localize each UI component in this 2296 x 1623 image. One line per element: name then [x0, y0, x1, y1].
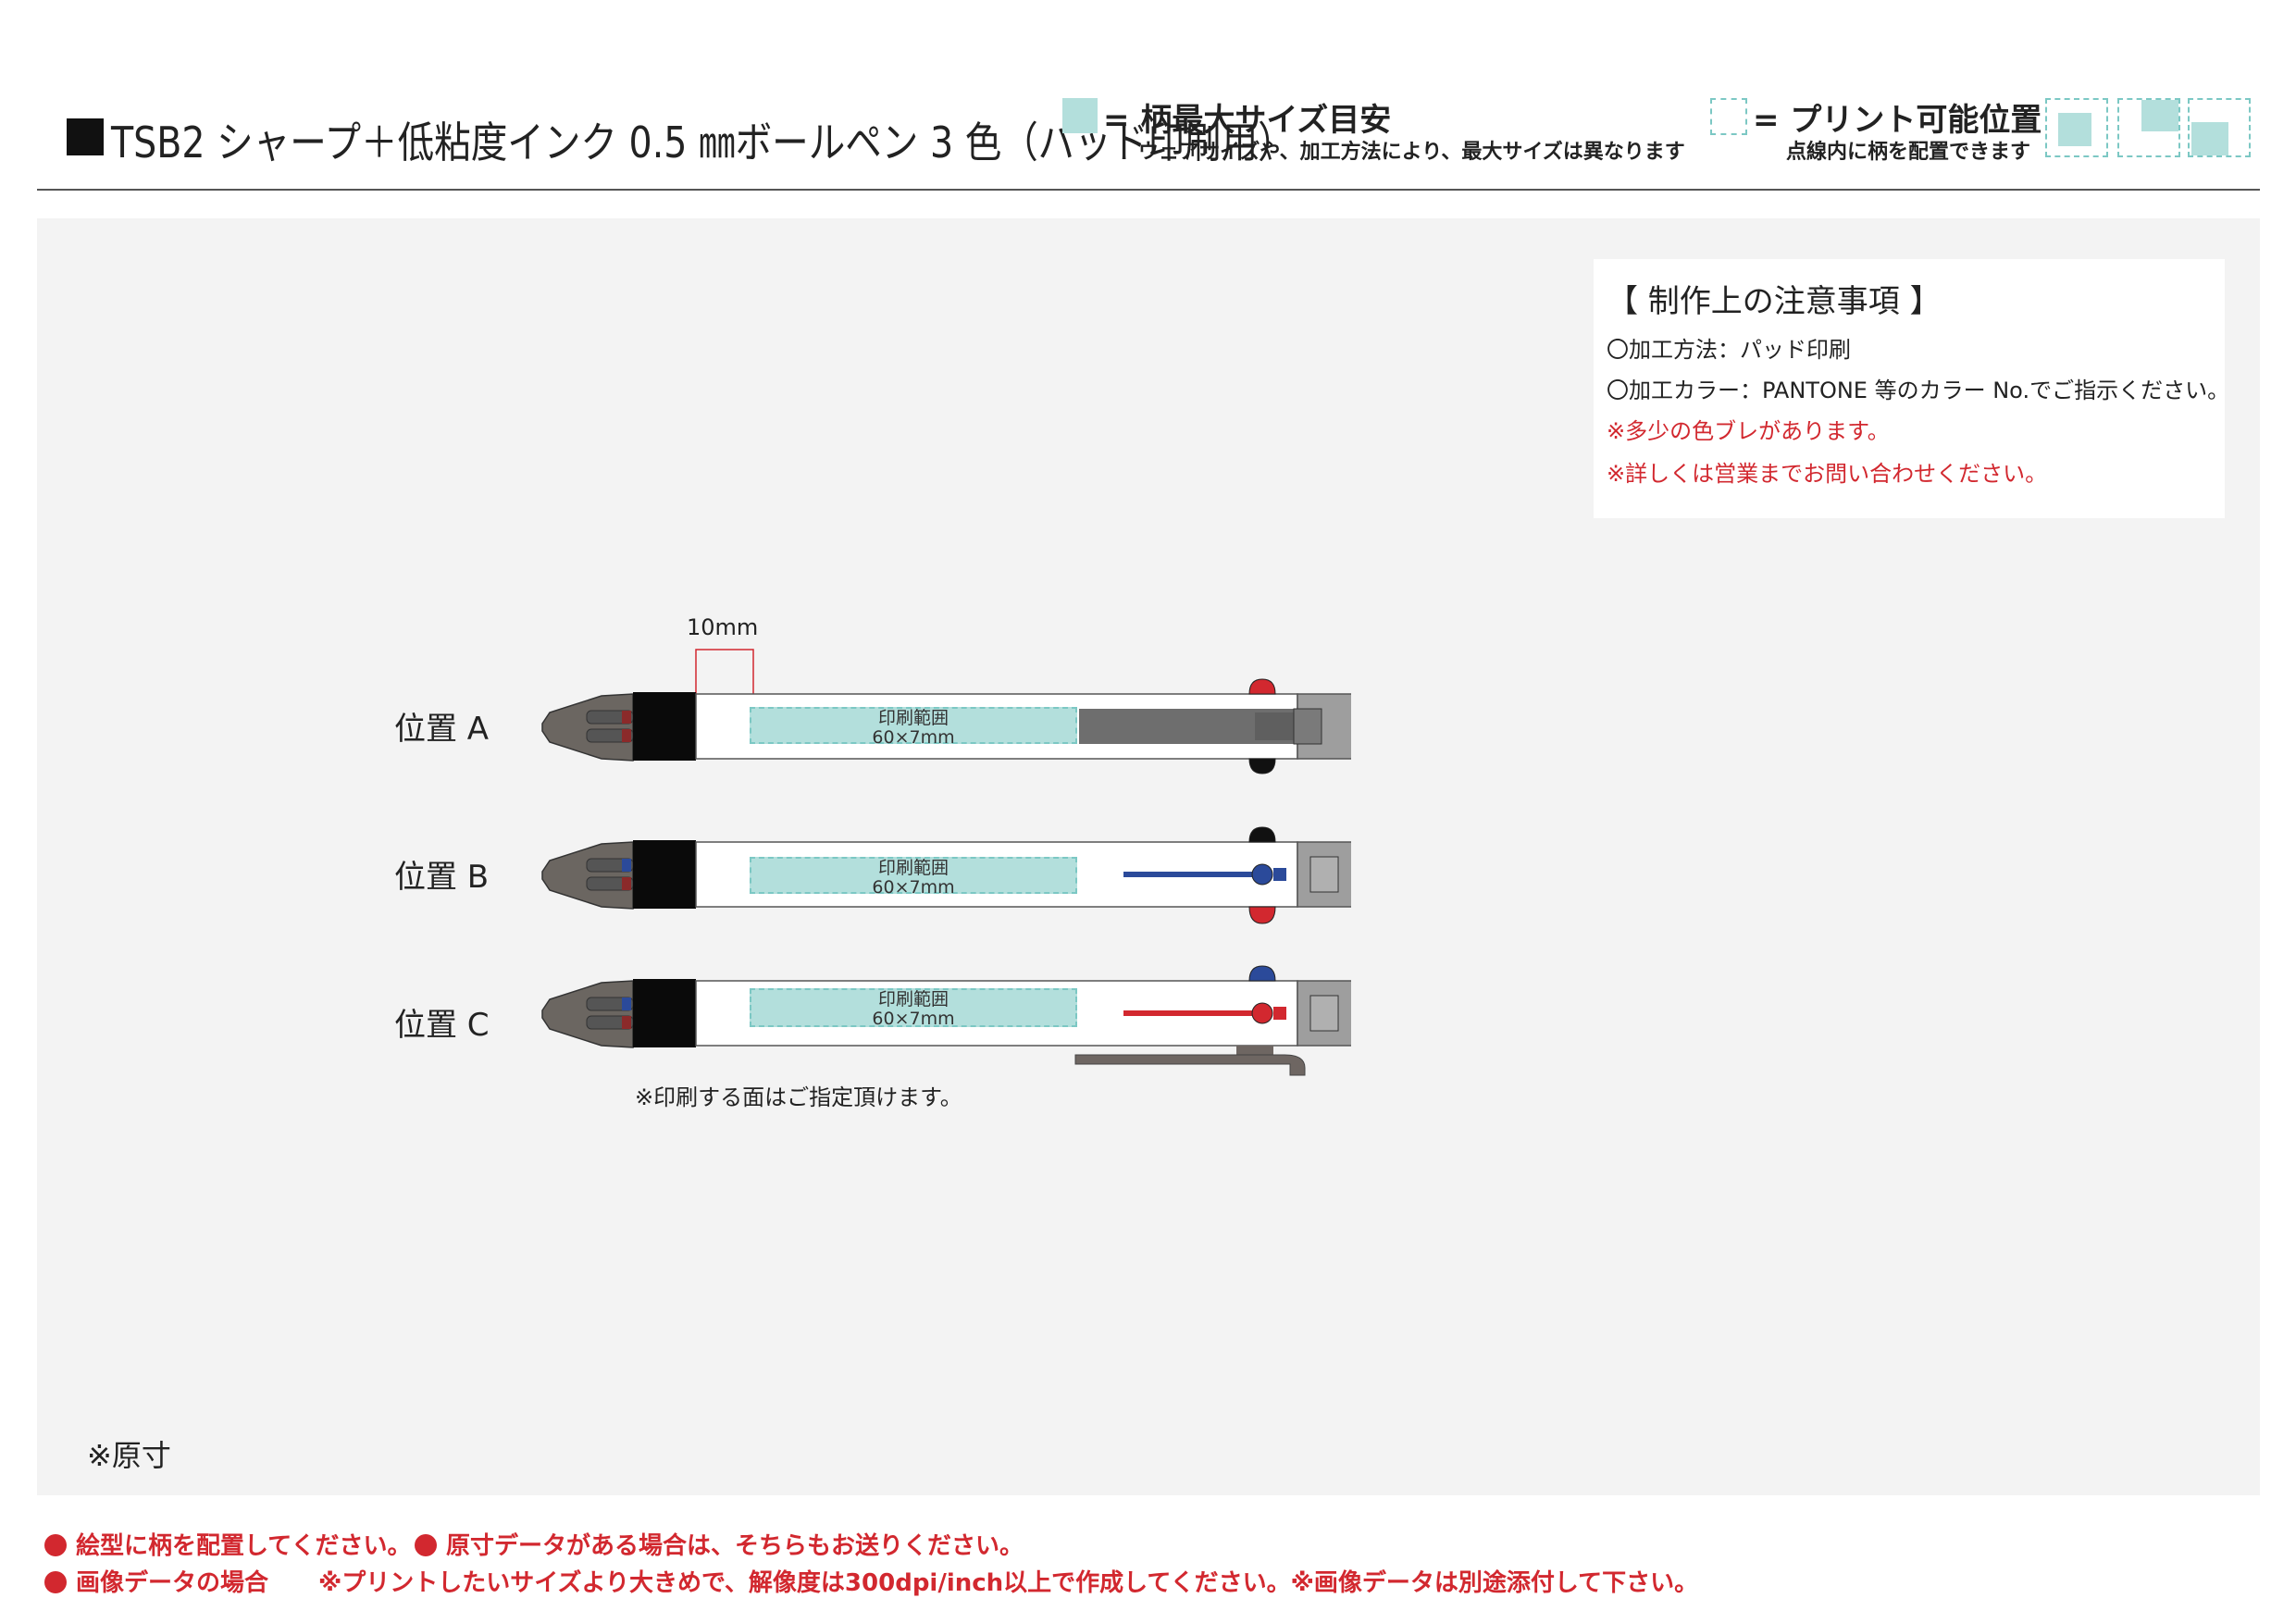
footer-item-image-data: 画像データの場合: [76, 1569, 269, 1597]
note-line-color-variation: ※多少の色ブレがあります。: [1607, 418, 1890, 444]
dimension-label: 10mm: [687, 614, 759, 640]
position-c-label: 位置 C: [394, 1007, 490, 1044]
position-b-label: 位置 B: [394, 859, 490, 896]
position-a-label: 位置 A: [394, 711, 490, 748]
footer-image-data-note: ※プリントしたいサイズより大きめで、解像度は300dpi/inch以上で作成して…: [318, 1569, 1699, 1597]
note-line-contact: ※詳しくは営業までお問い合わせください。: [1607, 461, 2048, 487]
bullet-icon: [44, 1571, 67, 1593]
footer-item-original-data: 原寸データがある場合は、そちらもお送りください。: [446, 1532, 1024, 1560]
legend-solid-label: = 柄最大サイズ目安: [1103, 102, 1392, 139]
print-area-c-title: 印刷範囲: [877, 989, 949, 1010]
header-divider: [37, 189, 2260, 191]
print-area-a-size: 60×7mm: [872, 727, 955, 748]
legend-dashed-sublabel: 点線内に柄を配置できます: [1786, 141, 2031, 164]
footer: 絵型に柄を配置してください。 原寸データがある場合は、そちらもお送りください。 …: [44, 1527, 2265, 1601]
placement-example-2-icon: [2117, 98, 2180, 157]
print-area-b: 印刷範囲 60×7mm: [750, 857, 1077, 898]
production-notes-box: 【 制作上の注意事項 】 〇加工方法：パッド印刷 〇加工カラー：PANTONE …: [1594, 259, 2229, 518]
legend-solid-swatch-icon: [1062, 98, 1098, 133]
footer-item-placement: 絵型に柄を配置してください。: [76, 1532, 412, 1560]
print-area-b-size: 60×7mm: [872, 877, 955, 898]
bullet-icon: [415, 1534, 437, 1556]
legend-solid-sublabel: ウェアサイズや、加工方法により、最大サイズは異なります: [1138, 141, 1685, 164]
print-area-b-title: 印刷範囲: [877, 858, 949, 878]
placement-example-3-icon: [2188, 98, 2251, 157]
scale-note: ※原寸: [87, 1438, 171, 1473]
dimension-bracket-icon: [695, 649, 754, 698]
legend-dashed-swatch-icon: [1710, 98, 1747, 135]
bullet-icon: [44, 1534, 67, 1556]
pen-position-a: [541, 678, 1351, 774]
notes-heading: 【 制作上の注意事項 】: [1607, 283, 1942, 320]
print-area-c: 印刷範囲 60×7mm: [750, 988, 1077, 1029]
legend-dashed-label: = プリント可能位置: [1753, 102, 2042, 139]
print-area-a-title: 印刷範囲: [877, 708, 949, 728]
placement-example-1-icon: [2045, 98, 2108, 157]
note-line-process: 〇加工方法：パッド印刷: [1607, 337, 1851, 363]
print-face-note: ※印刷する面はご指定頂けます。: [635, 1084, 962, 1110]
print-area-c-size: 60×7mm: [872, 1009, 955, 1029]
note-line-color: 〇加工カラー：PANTONE 等のカラー No.でご指示ください。: [1607, 378, 2230, 403]
print-area-a: 印刷範囲 60×7mm: [750, 707, 1077, 748]
title-square-icon: [67, 118, 104, 155]
